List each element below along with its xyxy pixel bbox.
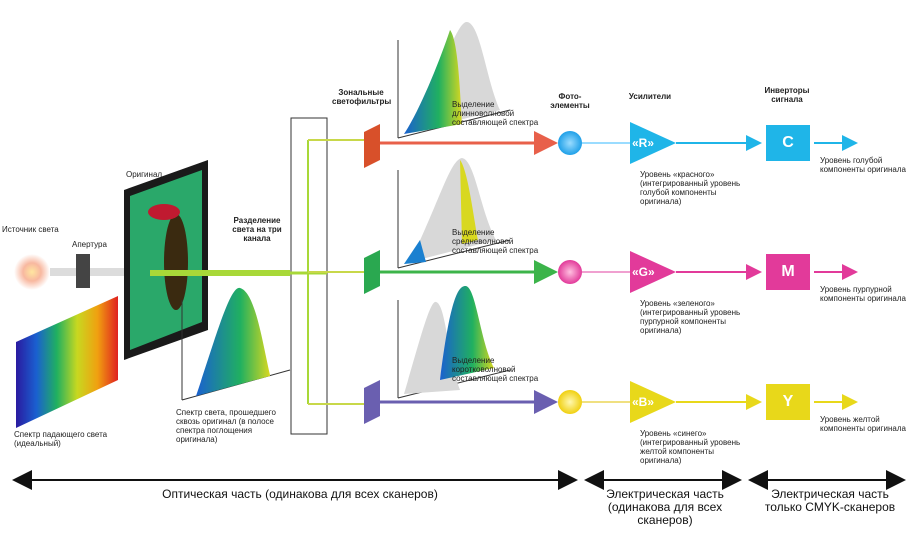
r-level-note: Уровень «красного» (интегрированный уров… bbox=[640, 170, 741, 206]
light-source-glow bbox=[14, 254, 50, 290]
aperture-block bbox=[76, 254, 90, 288]
light-source-label: Источник света bbox=[2, 225, 59, 234]
transmitted-beam bbox=[150, 270, 290, 276]
green-extract-note: Выделение средневолновой составляющей сп… bbox=[452, 228, 539, 255]
blue-filter bbox=[364, 380, 380, 424]
b-level-note: Уровень «синего» (интегрированный уровен… bbox=[640, 429, 741, 465]
source-spectrum-panel bbox=[16, 296, 118, 428]
photoelement-red bbox=[558, 131, 582, 155]
g-level-note: Уровень «зеленого» (интегрированный уров… bbox=[640, 299, 741, 335]
inverters-label: Инверторы сигнала bbox=[764, 86, 810, 104]
original-label: Оригинал bbox=[126, 170, 163, 179]
blue-extract-note: Выделение коротковолновой составляющей с… bbox=[452, 356, 539, 383]
blue-spectrum-chart bbox=[397, 285, 511, 399]
passed-spectrum-curve bbox=[196, 287, 270, 396]
original-accent bbox=[148, 204, 180, 220]
red-spectrum-chart bbox=[397, 21, 511, 139]
inverter-c: C bbox=[766, 125, 810, 161]
red-extract-note: Выделение длинноволновой составляющей сп… bbox=[452, 100, 539, 127]
photoelement-blue bbox=[558, 390, 582, 414]
photo-label: Фото-элементы bbox=[550, 92, 590, 110]
red-filter bbox=[364, 124, 380, 168]
amplifier-label: Усилители bbox=[628, 92, 672, 101]
amplifier-b-label: «B» bbox=[632, 395, 655, 409]
c-level-note: Уровень голубой компоненты оригинала bbox=[820, 156, 906, 174]
y-level-note: Уровень желтой компоненты оригинала bbox=[820, 415, 906, 433]
light-beam bbox=[50, 268, 160, 276]
original-object bbox=[164, 214, 188, 310]
electric-section-label: Электрическая часть (одинакова для всех … bbox=[606, 487, 724, 527]
filters-label: Зональные светофильтры bbox=[332, 88, 392, 106]
inverter-m: M bbox=[766, 254, 810, 290]
photoelement-green bbox=[558, 260, 582, 284]
split-label: Разделение света на три канала bbox=[232, 216, 282, 243]
amplifier-b bbox=[630, 381, 676, 423]
aperture-label: Апертура bbox=[72, 240, 107, 249]
passed-spectrum-note: Спектр света, прошедшего сквозь оригинал… bbox=[176, 408, 276, 444]
amplifier-g bbox=[630, 251, 676, 293]
amplifier-g-label: «G» bbox=[632, 265, 655, 279]
green-filter bbox=[364, 250, 380, 294]
inverter-y: Y bbox=[766, 384, 810, 420]
m-level-note: Уровень пурпурной компоненты оригинала bbox=[820, 285, 906, 303]
source-spectrum-note: Спектр падающего света (идеальный) bbox=[14, 430, 108, 448]
optical-section-label: Оптическая часть (одинакова для всех ска… bbox=[162, 487, 438, 501]
green-spectrum-chart bbox=[397, 158, 511, 269]
amplifier-r bbox=[630, 122, 676, 164]
electric-cmyk-section-label: Электрическая часть только CMYK-сканеров bbox=[764, 487, 896, 514]
amplifier-r-label: «R» bbox=[632, 136, 655, 150]
